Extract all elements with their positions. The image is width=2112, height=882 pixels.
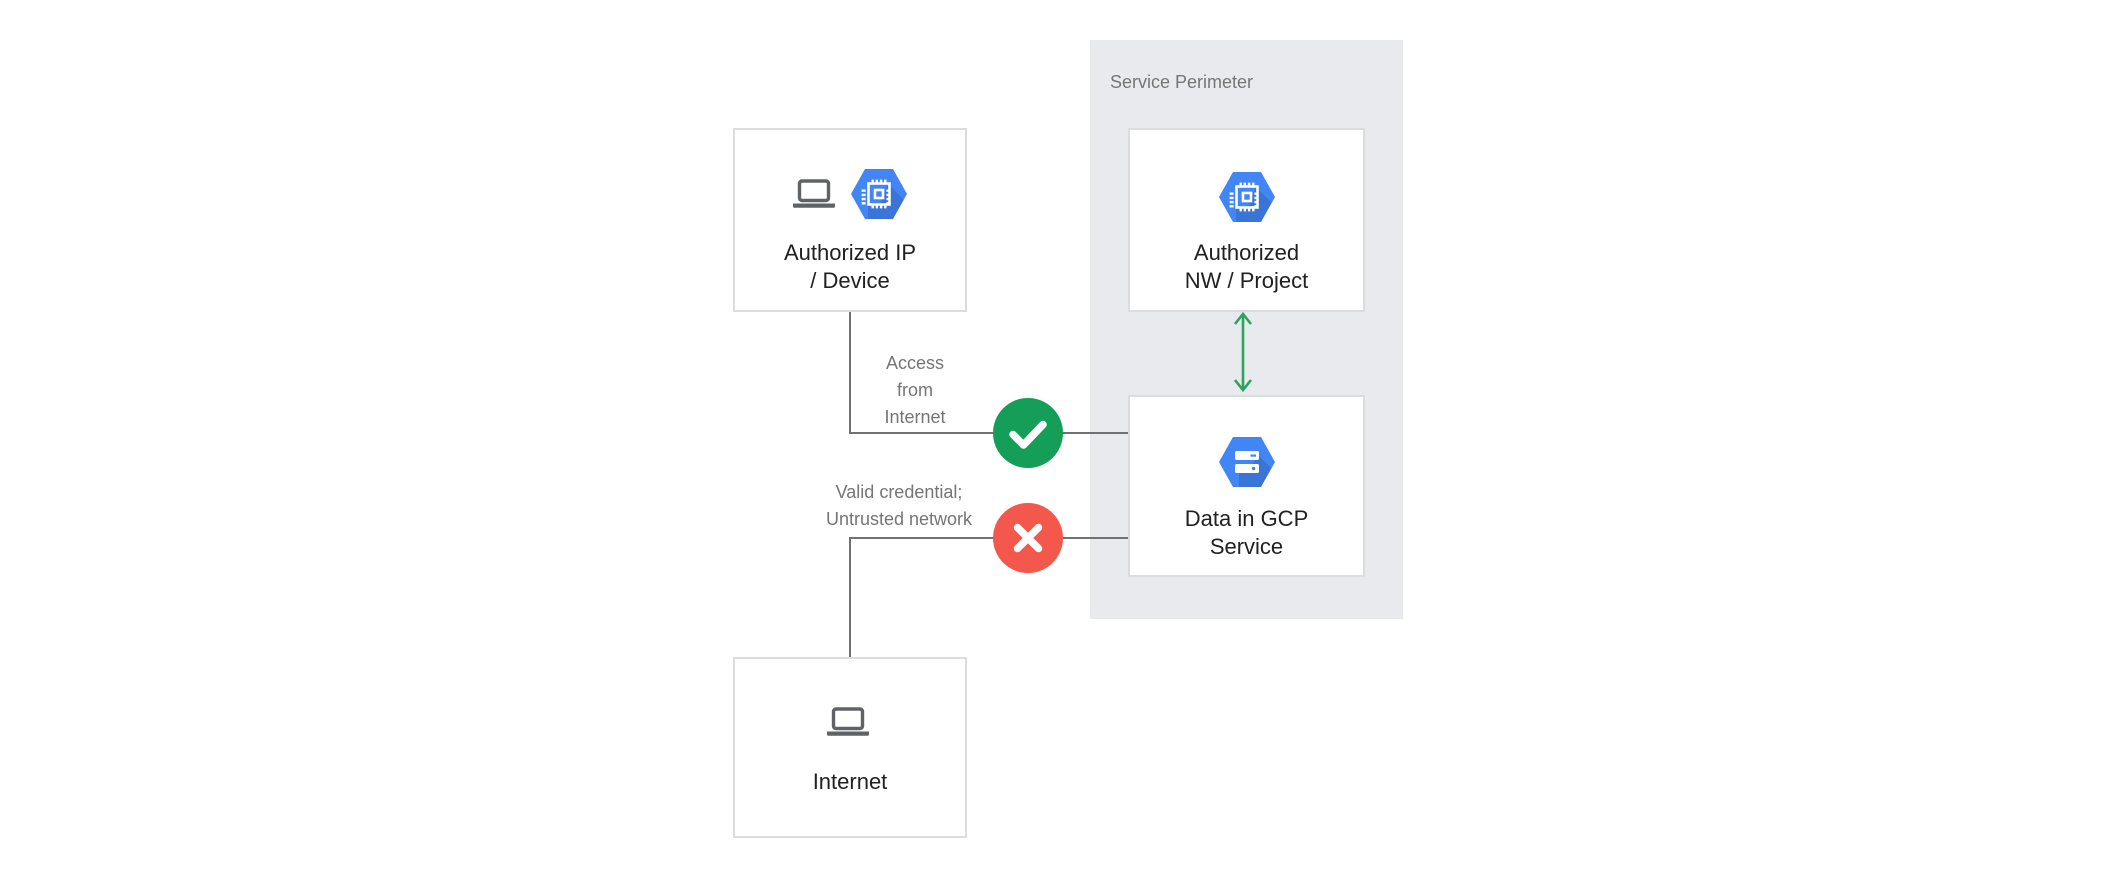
cloud-storage-icon — [1219, 437, 1275, 487]
bidirectional-arrow-icon — [1233, 311, 1253, 393]
connector-allowed-horizontal — [849, 432, 1128, 434]
connector-allowed-vertical — [849, 311, 851, 433]
service-perimeter-label: Service Perimeter — [1110, 72, 1254, 92]
node-authorized-nw-project: Authorized NW / Project — [1128, 128, 1365, 312]
deny-badge — [993, 503, 1063, 573]
laptop-icon — [793, 179, 835, 208]
node-authorized-ip-device: Authorized IP / Device — [733, 128, 967, 312]
annotation-valid-credential-untrusted-network: Valid credential; Untrusted network — [825, 482, 973, 529]
node-label-authorized-ip-device: Authorized IP / Device — [783, 240, 917, 293]
node-label-data-in-gcp-service: Data in GCP Service — [1184, 506, 1309, 559]
node-label-internet: Internet — [812, 769, 888, 794]
laptop-icon — [827, 707, 869, 736]
check-icon — [1009, 420, 1047, 449]
x-icon — [1013, 523, 1043, 553]
node-label-authorized-nw-project: Authorized NW / Project — [1184, 240, 1309, 293]
node-data-in-gcp-service: Data in GCP Service — [1128, 395, 1365, 577]
connector-denied-horizontal — [849, 537, 1128, 539]
allow-badge — [993, 398, 1063, 468]
annotation-access-from-internet: Access from Internet — [884, 353, 946, 427]
connector-denied-vertical — [849, 538, 851, 658]
compute-engine-icon — [1219, 172, 1275, 222]
compute-engine-icon — [851, 169, 907, 219]
node-internet: Internet — [733, 657, 967, 838]
